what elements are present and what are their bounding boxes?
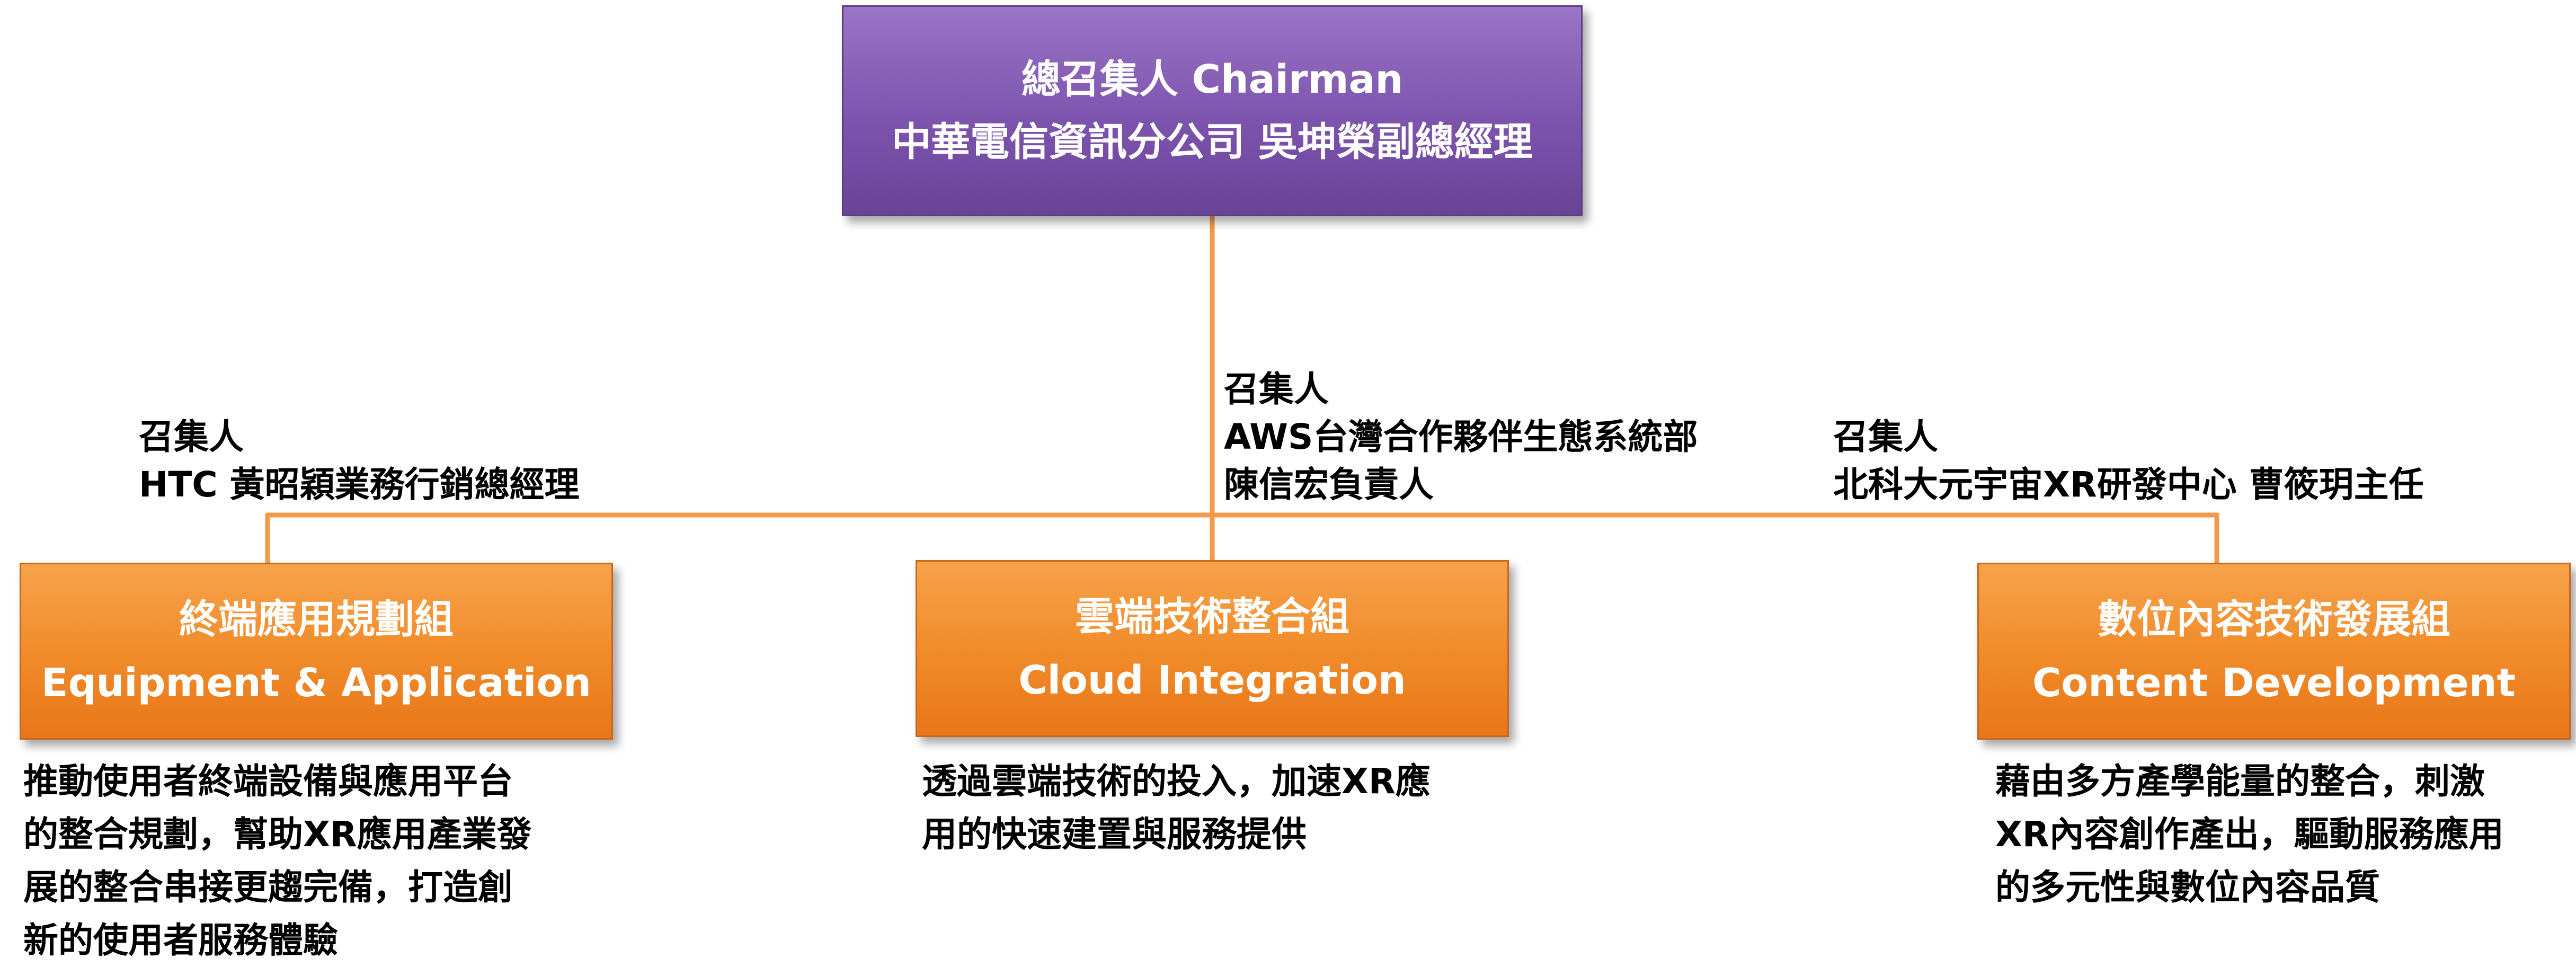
group-name-zh: 終端應用規劃組 [179,597,454,642]
convener-line: HTC 黃昭穎業務行銷總經理 [139,464,580,505]
convener-line: 陳信宏負責人 [1224,464,1434,505]
group-box-equipment: 終端應用規劃組 Equipment & Application [20,563,613,740]
group-name-en: Cloud Integration [1018,658,1406,703]
convener-label: 召集人 [1833,416,1938,457]
description-line: 用的快速建置與服務提供 [922,814,1307,855]
chairman-box: 總召集人 Chairman 中華電信資訊分公司 吳坤榮副總經理 [842,5,1583,216]
description-line: 透過雲端技術的投入，加速XR應 [922,761,1431,802]
description-line: XR內容創作產出，驅動服務應用 [1995,814,2504,855]
convener-content: 召集人 北科大元宇宙XR研發中心 曹筱玥主任 [1833,413,2424,509]
group-box-cloud: 雲端技術整合組 Cloud Integration [916,560,1509,737]
group-box-content: 數位內容技術發展組 Content Development [1977,563,2571,740]
chairman-title: 總召集人 Chairman [1021,57,1404,102]
group-name-zh: 數位內容技術發展組 [2098,597,2450,642]
group-name-zh: 雲端技術整合組 [1075,594,1349,640]
description-line: 藉由多方產學能量的整合，刺激 [1995,761,2485,802]
convener-line: 北科大元宇宙XR研發中心 曹筱玥主任 [1833,464,2424,505]
convener-label: 召集人 [1224,369,1329,410]
convener-label: 召集人 [139,416,244,457]
description-equipment: 推動使用者終端設備與應用平台 的整合規劃，幫助XR應用產業發 展的整合串接更趨完… [23,755,532,967]
description-line: 新的使用者服務體驗 [23,920,338,961]
description-line: 展的整合串接更趨完備，打造創 [23,867,513,908]
description-line: 的多元性與數位內容品質 [1995,867,2380,908]
group-name-en: Equipment & Application [41,660,591,706]
description-cloud: 透過雲端技術的投入，加速XR應 用的快速建置與服務提供 [922,755,1431,861]
convener-cloud: 召集人 AWS台灣合作夥伴生態系統部 陳信宏負責人 [1224,366,1698,509]
description-line: 的整合規劃，幫助XR應用產業發 [23,814,532,855]
description-line: 推動使用者終端設備與應用平台 [23,761,513,802]
convener-line: AWS台灣合作夥伴生態系統部 [1224,416,1698,457]
group-name-en: Content Development [2032,660,2516,706]
chairman-name: 中華電信資訊分公司 吳坤榮副總經理 [892,119,1533,165]
convener-equipment: 召集人 HTC 黃昭穎業務行銷總經理 [139,413,580,509]
description-content: 藉由多方產學能量的整合，刺激 XR內容創作產出，驅動服務應用 的多元性與數位內容… [1995,755,2504,914]
